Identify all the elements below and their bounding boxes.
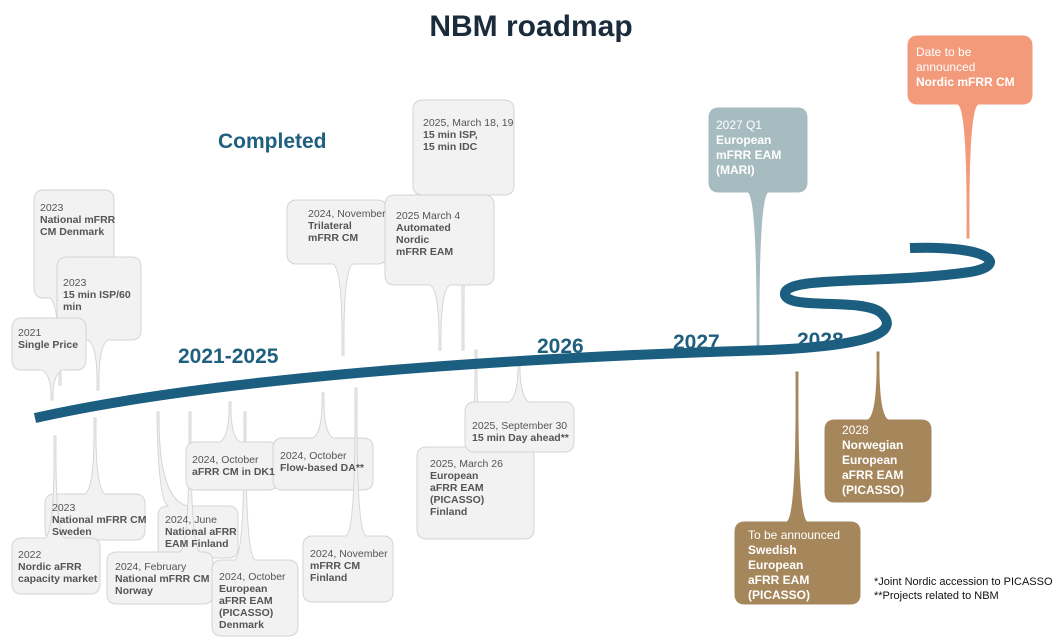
milestone-2024-oct-picasso-dk: 2024, October European aFRR EAM (PICASSO… xyxy=(219,571,286,631)
milestone-date: 2024, November xyxy=(310,548,388,560)
year-label-2021-2025: 2021-2025 xyxy=(178,345,279,368)
callout-2024-oct-picasso-dk xyxy=(211,411,299,637)
milestone-text: Automated Nordic mFRR EAM xyxy=(396,222,454,258)
milestone-date: 2025 March 4 xyxy=(396,210,461,222)
footnote-nbm: **Projects related to NBM xyxy=(874,590,999,602)
milestone-text: Nordic mFRR CM xyxy=(916,75,1015,89)
milestone-2024-nov-finland: 2024, November mFRR CM Finland xyxy=(310,548,388,584)
year-label-2026: 2026 xyxy=(537,335,584,358)
milestone-2024-oct-dk1: 2024, October aFRR CM in DK1 xyxy=(192,454,275,478)
milestone-date: 2024, October xyxy=(192,454,259,466)
milestone-2023-mfrr-sweden: 2023 National mFRR CM Sweden xyxy=(52,502,147,538)
milestone-text: mFRR CM Finland xyxy=(310,560,361,584)
milestone-date: 2024, October xyxy=(280,450,347,462)
milestone-2025-march-18: 2025, March 18, 19 15 min ISP, 15 min ID… xyxy=(423,117,513,153)
milestone-text: National mFRR CM Denmark xyxy=(40,214,116,238)
milestone-2024-june: 2024, June National aFRR EAM Finland xyxy=(165,514,237,550)
milestone-2024-oct-flow-based: 2024, October Flow-based DA** xyxy=(280,450,364,474)
milestone-2025-september-30: 2025, September 30 15 min Day ahead** xyxy=(472,420,569,444)
callout-2024-nov-finland xyxy=(302,387,394,603)
callouts-layer xyxy=(11,35,1033,637)
milestone-tba-nordic-mfrr: Date to be announced Nordic mFRR CM xyxy=(916,45,1015,90)
milestone-date: 2024, February xyxy=(115,561,187,573)
milestone-tba-swedish: To be announced Swedish European aFRR EA… xyxy=(748,528,840,603)
year-label-2028: 2028 xyxy=(797,329,844,352)
milestone-date: 2024, June xyxy=(165,514,217,526)
milestone-text: 15 min ISP/60 min xyxy=(63,289,131,313)
milestone-2025-march-26: 2025, March 26 European aFRR EAM (PICASS… xyxy=(430,458,503,518)
milestone-date: 2028 xyxy=(842,423,869,437)
milestone-2022-afrr-capacity: 2022 Nordic aFRR capacity market xyxy=(18,549,97,585)
milestone-2024-nov-trilateral: 2024, November Trilateral mFRR CM xyxy=(308,208,386,244)
milestone-date: 2023 xyxy=(63,277,87,289)
callout-tba-swedish xyxy=(734,371,861,605)
milestone-date: To be announced xyxy=(748,528,841,542)
milestone-text: National mFRR CM Sweden xyxy=(52,514,147,538)
milestone-text: Flow-based DA** xyxy=(280,462,365,474)
milestone-text: National aFRR EAM Finland xyxy=(165,526,237,550)
milestone-date: 2027 Q1 xyxy=(716,118,763,132)
milestone-date: 2021 xyxy=(18,327,42,339)
milestone-text: Single Price xyxy=(18,339,79,351)
milestone-date: 2025, September 30 xyxy=(472,420,568,432)
milestone-2028-norwegian: 2028 Norwegian European aFRR EAM (PICASS… xyxy=(842,423,904,498)
milestone-text: 15 min ISP, 15 min IDC xyxy=(423,129,478,153)
milestone-text: 15 min Day ahead** xyxy=(472,432,569,444)
milestone-date: 2024, November xyxy=(308,208,386,220)
callout-2021-single-price xyxy=(11,317,87,401)
callout-2024-february xyxy=(106,411,214,605)
milestone-text: Norwegian European aFRR EAM (PICASSO) xyxy=(842,438,905,497)
milestone-text: Swedish European aFRR EAM (PICASSO) xyxy=(748,543,811,602)
milestone-text: National mFRR CM Norway xyxy=(115,573,210,597)
callout-2023-mfrr-sweden xyxy=(44,417,146,541)
callout-2024-oct-flow-based xyxy=(272,392,374,491)
footnote-picasso: *Joint Nordic accession to PICASSO xyxy=(874,576,1053,588)
milestone-text: European aFRR EAM (PICASSO) Finland xyxy=(430,470,485,518)
page-title: NBM roadmap xyxy=(429,10,633,43)
year-label-2027: 2027 xyxy=(673,331,720,354)
milestone-2021-single-price: 2021 Single Price xyxy=(18,327,78,351)
milestone-2023-isp: 2023 15 min ISP/60 min xyxy=(63,277,131,313)
milestone-2027-q1-mari: 2027 Q1 European mFRR EAM (MARI) xyxy=(716,118,781,178)
callout-2022-afrr-capacity xyxy=(11,435,101,595)
completed-label: Completed xyxy=(218,130,327,153)
milestone-date: 2023 xyxy=(52,502,76,514)
milestone-date: Date to be announced xyxy=(916,45,976,74)
milestone-2023-mfrr-denmark: 2023 National mFRR CM Denmark xyxy=(40,202,115,238)
milestone-text: European aFRR EAM (PICASSO) Denmark xyxy=(219,583,274,631)
callout-2028-norwegian xyxy=(824,351,932,503)
milestone-text: Trilateral mFRR CM xyxy=(308,220,359,244)
callout-tba-nordic-mfrr xyxy=(907,35,1033,239)
milestone-date: 2024, October xyxy=(219,571,286,583)
milestone-text: aFRR CM in DK1 xyxy=(192,466,275,478)
milestone-text: Nordic aFRR capacity market xyxy=(18,561,98,585)
callout-2024-june xyxy=(156,411,239,559)
milestone-date: 2023 xyxy=(40,202,64,214)
roadmap-road xyxy=(33,242,995,423)
milestone-text: European mFRR EAM (MARI) xyxy=(716,133,782,177)
milestone-date: 2025, March 26 xyxy=(430,458,503,470)
milestone-date: 2022 xyxy=(18,549,42,561)
milestone-date: 2025, March 18, 19 xyxy=(423,117,514,129)
callout-2025-march-4 xyxy=(384,194,495,351)
milestone-2024-february: 2024, February National mFRR CM Norway xyxy=(115,561,210,597)
milestone-2025-march-4: 2025 March 4 Automated Nordic mFRR EAM xyxy=(396,210,460,258)
